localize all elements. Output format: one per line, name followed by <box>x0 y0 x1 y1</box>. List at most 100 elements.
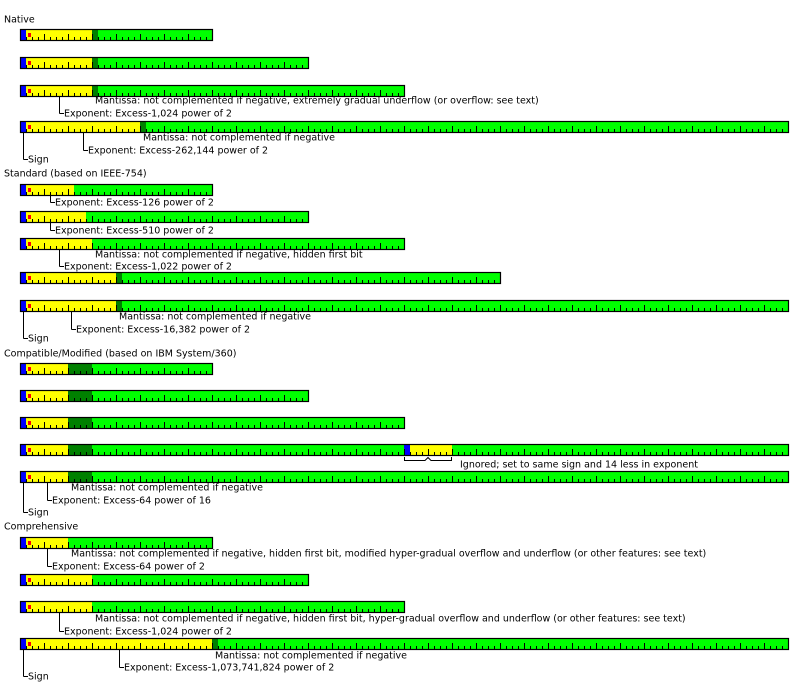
exponent-sign-marker <box>28 242 31 246</box>
mantissa-label: Mantissa: not complemented if negative, … <box>95 96 539 107</box>
special-mantissa-bits <box>116 272 122 284</box>
exponent-field <box>26 574 92 586</box>
bar-outline <box>19 237 406 251</box>
exponent-sign-marker <box>28 605 31 609</box>
exponent-sign-marker <box>28 367 31 371</box>
exponent-label: Exponent: Excess-126 power of 2 <box>55 198 214 209</box>
format-128-bit: Mantissa: not complemented if negativeEx… <box>19 120 790 166</box>
format-48-bit <box>19 389 310 403</box>
section-title: Standard (based on IEEE-754) <box>4 169 147 180</box>
exponent-field <box>26 638 212 650</box>
sign-bit <box>20 300 26 312</box>
format-64-bit: Mantissa: not complemented if negative, … <box>19 237 406 273</box>
sign-bit <box>20 238 26 250</box>
mantissa-label: Mantissa: not complemented if negative <box>143 133 335 144</box>
bar-outline <box>19 573 310 587</box>
format-128-bit: Mantissa: not complemented if negativeEx… <box>19 637 790 683</box>
format-128-bit: Mantissa: not complemented if negativeEx… <box>19 299 790 345</box>
sign-bit <box>20 85 26 97</box>
exponent-field <box>26 444 68 456</box>
sign-bit <box>20 444 26 456</box>
bar-outline <box>19 84 406 98</box>
exponent-sign-marker <box>28 125 31 129</box>
exponent-field <box>26 363 68 375</box>
special-mantissa-bits <box>92 57 98 69</box>
exponent-label: Exponent: Excess-16,382 power of 2 <box>76 325 250 336</box>
bar-outline <box>19 183 214 197</box>
section-title: Native <box>4 15 35 26</box>
ignored-exponent-field <box>410 444 452 456</box>
section-compatiblemodified: Compatible/Modified (based on IBM System… <box>4 349 790 519</box>
sign-bit <box>20 471 26 483</box>
sign-bit <box>20 417 26 429</box>
exponent-sign-marker <box>28 421 31 425</box>
sign-bit <box>20 601 26 613</box>
ignored-sign-bit <box>404 444 410 456</box>
bar-outline <box>19 637 790 651</box>
exponent-field <box>26 300 116 312</box>
exponent-field <box>26 238 92 250</box>
exponent-field <box>26 601 92 613</box>
format-32-bit <box>19 362 214 376</box>
bar-outline <box>19 28 214 42</box>
mantissa-label: Mantissa: not complemented if negative <box>119 312 311 323</box>
exponent-sign-marker <box>28 61 31 65</box>
exponent-label: Exponent: Excess-1,022 power of 2 <box>64 262 232 273</box>
mantissa-label: Mantissa: not complemented if negative <box>71 483 263 494</box>
exponent-sign-marker <box>28 642 31 646</box>
exponent-field <box>26 417 68 429</box>
format-64-bit: Mantissa: not complemented if negative, … <box>19 84 539 120</box>
mantissa-label: Mantissa: not complemented if negative, … <box>95 250 363 261</box>
exponent-field <box>26 390 68 402</box>
mantissa-label: Mantissa: not complemented if negative, … <box>95 614 686 625</box>
exponent-sign-marker <box>28 394 31 398</box>
exponent-field <box>26 537 68 549</box>
sign-bit <box>20 390 26 402</box>
bar-outline <box>19 536 214 550</box>
format-32-bit: Mantissa: not complemented if negative, … <box>19 536 706 573</box>
exponent-sign-marker <box>28 541 31 545</box>
bar-outline <box>19 271 502 285</box>
sign-label: Sign <box>28 334 49 345</box>
bar-outline <box>19 299 790 313</box>
ignored-bracket <box>404 456 452 461</box>
sign-bit <box>20 29 26 41</box>
sign-bit <box>20 537 26 549</box>
sign-bit <box>20 363 26 375</box>
format-48-bit: Exponent: Excess-510 power of 2 <box>19 210 310 237</box>
exponent-sign-marker <box>28 304 31 308</box>
sign-bit <box>20 574 26 586</box>
exponent-label: Exponent: Excess-1,024 power of 2 <box>64 109 232 120</box>
section-title: Compatible/Modified (based on IBM System… <box>4 349 236 360</box>
sign-bit <box>20 272 26 284</box>
bar-outline <box>19 600 406 614</box>
format-48-bit <box>19 56 310 70</box>
exponent-label: Exponent: Excess-262,144 power of 2 <box>88 146 268 157</box>
exponent-sign-marker <box>28 215 31 219</box>
bar-outline <box>19 470 790 484</box>
bar-outline <box>19 362 214 376</box>
format-32-bit: Exponent: Excess-126 power of 2 <box>19 183 214 209</box>
exponent-sign-marker <box>28 578 31 582</box>
exponent-sign-marker <box>28 475 31 479</box>
format-64-bit: Mantissa: not complemented if negative, … <box>19 600 686 638</box>
ignored-label: Ignored; set to same sign and 14 less in… <box>460 460 698 471</box>
exponent-sign-marker <box>28 276 31 280</box>
format-32-bit <box>19 28 214 42</box>
exponent-field <box>26 85 92 97</box>
special-mantissa-bits <box>116 300 122 312</box>
special-mantissa-bits <box>92 29 98 41</box>
bar-outline <box>19 120 790 134</box>
mantissa-label: Mantissa: not complemented if negative, … <box>71 549 706 560</box>
mantissa-label: Mantissa: not complemented if negative <box>215 651 407 662</box>
exponent-field <box>26 57 92 69</box>
format-64-bit <box>19 416 406 430</box>
exponent-field <box>26 471 68 483</box>
exponent-field <box>26 121 140 133</box>
sign-bit <box>20 121 26 133</box>
exponent-field <box>26 272 116 284</box>
section-standard: Standard (based on IEEE-754) Exponent: Ex… <box>4 169 790 345</box>
